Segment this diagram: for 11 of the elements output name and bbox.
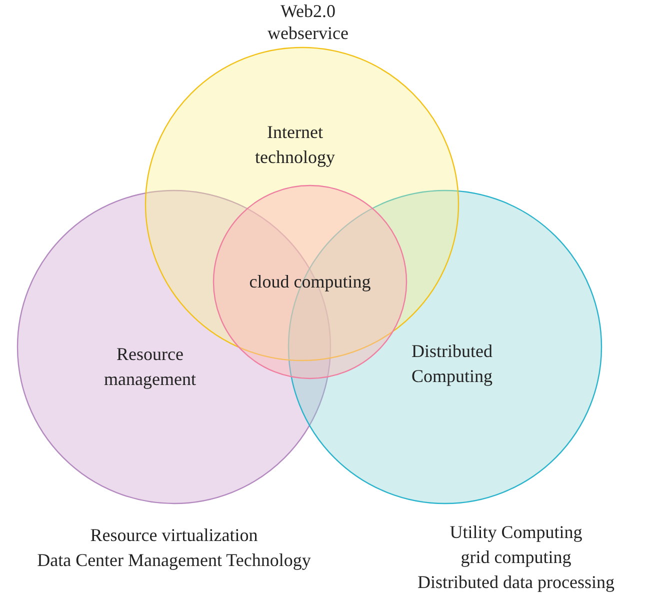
- topic-label: Utility Computing: [450, 521, 582, 544]
- topic-label: Resource virtualization: [90, 524, 258, 547]
- topic-label: webservice: [268, 23, 348, 44]
- topic-label: Data Center Management Technology: [37, 549, 311, 572]
- circle-label: cloud computing: [248, 270, 372, 294]
- topic-label: Web2.0: [280, 1, 336, 22]
- circle-label: Distributed Computing: [410, 340, 494, 388]
- circle-label: Internet technology: [254, 120, 336, 169]
- circle-label: Resource management: [103, 342, 197, 391]
- topic-label: grid computing: [460, 546, 572, 569]
- topic-label: Distributed data processing: [418, 571, 614, 594]
